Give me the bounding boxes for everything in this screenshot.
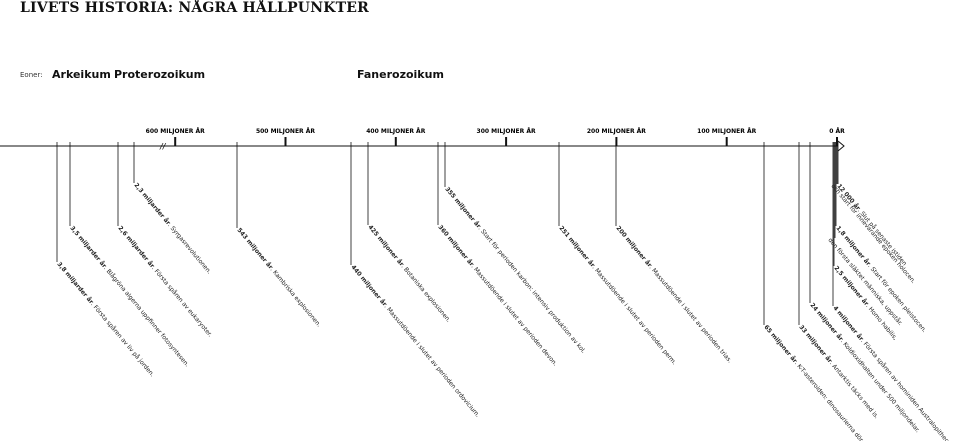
eon-fanerozoikum: Fanerozoikum [357,68,444,81]
event-time: 33 miljoner år [797,324,833,365]
event-description: Första spåren av eukaryoter. [153,268,214,338]
event-time: 425 miljoner år [366,224,405,268]
event-time: 3,8 miljarder år [55,261,94,306]
event-description: Botaniska explosionen. [402,266,452,324]
event-time: 440 miljoner år [349,264,388,308]
page-title: LIVETS HISTORIA: NÅGRA HÅLLPUNKTER [20,0,369,16]
event-description: Första spåren av hominiden Australopithe… [862,341,956,441]
event-time: 2,6 miljarder år [116,225,155,270]
event-label: 425 miljoner år. Botaniska explosionen. [366,224,452,324]
axis-break-marker: // [159,142,167,151]
event-description: Kambriska explosionen. [271,269,322,328]
eons-label: Eoner: [20,71,43,79]
axis-tick-label: 200 MILJONER ÅR [587,128,646,135]
axis-tick-label: 300 MILJONER ÅR [477,128,536,135]
eon-arkeikum: Arkeikum [52,68,111,81]
event-description: Blågröna algerna uppfinner fotosyntesen. [105,268,191,368]
axis-tick-label: 100 MILJONER ÅR [697,128,756,135]
axis-tick-label: 400 MILJONER ÅR [366,128,425,135]
axis-tick-label: 0 ÅR [829,128,845,135]
event-time: 65 miljoner år [762,324,798,365]
axis-tick-label: 500 MILJONER ÅR [256,128,315,135]
event-markers: 3,8 miljarder år. Första spåren av liv p… [55,142,956,441]
event-description: Massutdöende i slutet av perioden ordovi… [385,306,481,419]
event-label: 543 miljoner år. Kambriska explosionen. [235,227,322,329]
event-time: 355 miljoner år [443,186,482,230]
axis-ticks: 600 MILJONER ÅR 500 MILJONER ÅR 400 MILJON… [146,128,845,146]
event-description: Massutdöende i slutet av perioden devon. [472,266,559,367]
event-label: 355 miljoner år. Start för perioden karb… [443,186,587,355]
event-label: 2,6 miljarder år. Första spåren av eukar… [116,225,213,339]
event-time: 251 miljoner år [557,225,596,269]
event-description: Syrgasrevolutionen. [169,225,213,275]
event-time: 2,3 miljarder år [132,182,171,227]
event-time: 200 miljoner år [614,225,653,269]
axis-tick-label: 600 MILJONER ÅR [146,128,205,135]
event-label: 200 miljoner år. Massutdöende i slutet a… [614,225,733,365]
event-label: 3,8 miljarder år. Första spåren av liv p… [55,261,155,379]
event-time: 3,5 miljarder år [68,225,107,270]
event-time: 543 miljoner år [235,227,274,271]
eon-proterozoikum: Proterozoikum [114,68,206,81]
event-time: 360 miljoner år [436,224,475,268]
event-label: 440 miljoner år. Massutdöende i slutet a… [349,264,481,419]
axis-arrow-icon [837,140,845,152]
